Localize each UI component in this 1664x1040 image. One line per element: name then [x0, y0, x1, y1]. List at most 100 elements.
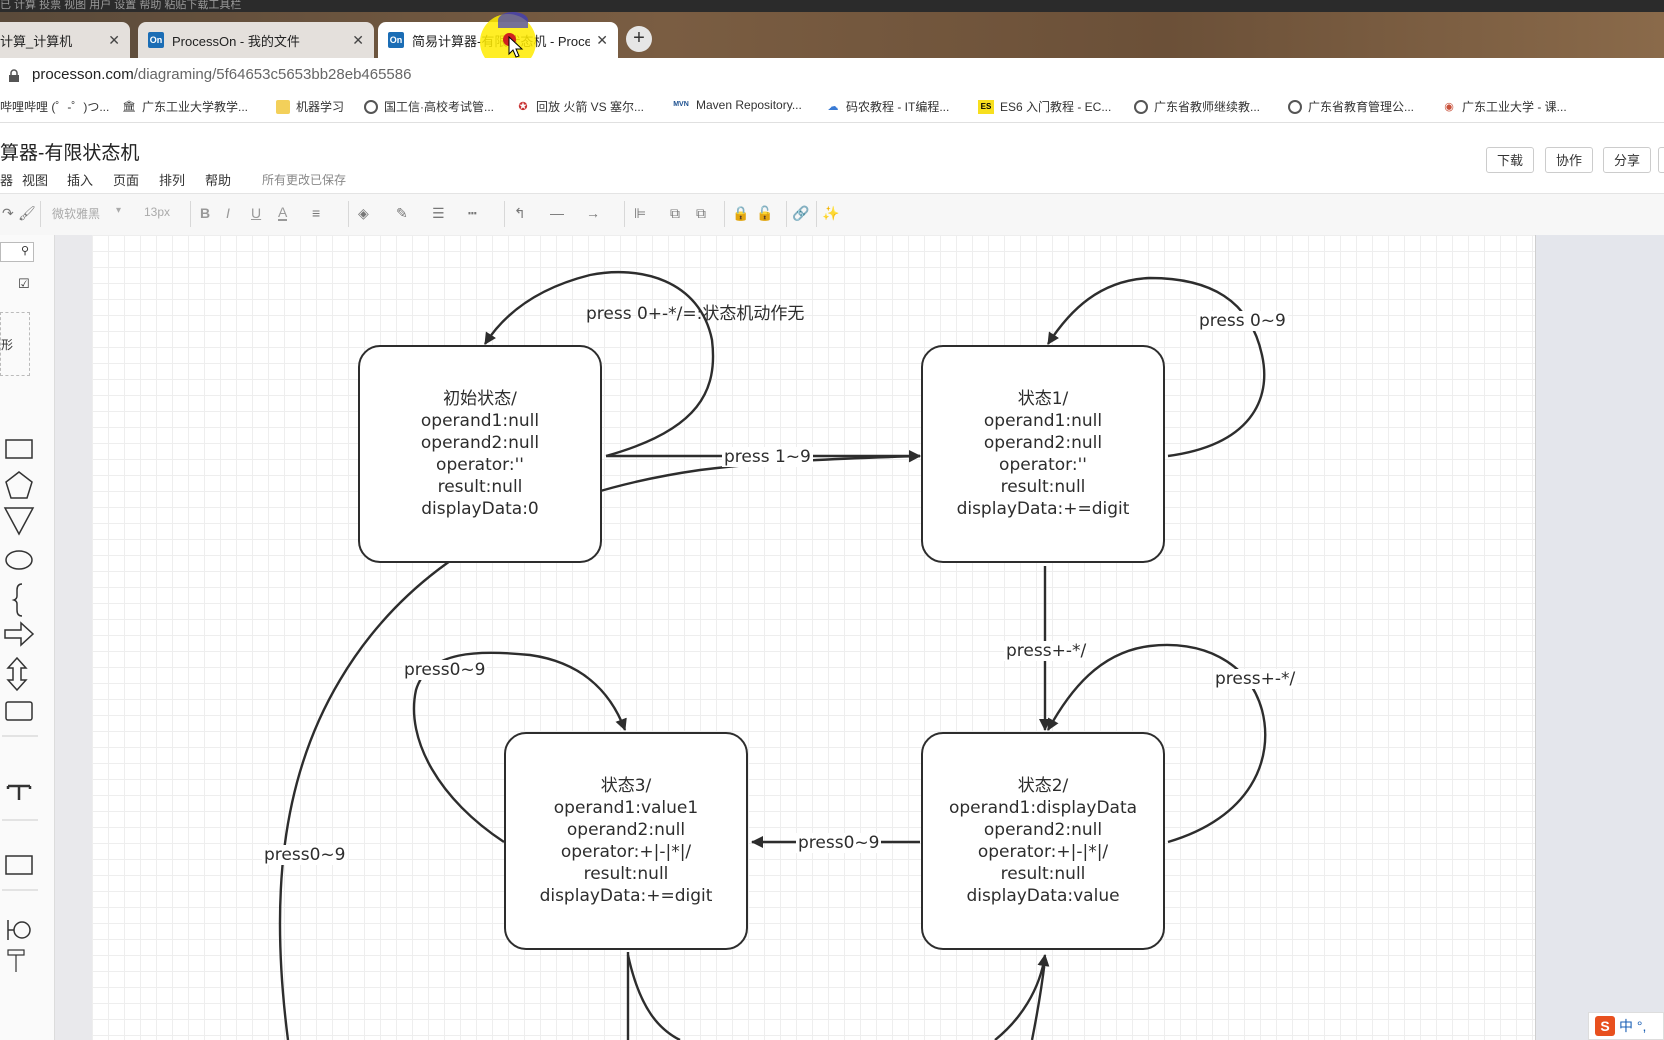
arrow-shape-icon[interactable] — [4, 621, 35, 647]
edge-label-initial-self[interactable]: press 0+-*/=:状态机动作无 — [586, 304, 805, 324]
edge-label-initial-to-s1[interactable]: press 1~9 — [722, 447, 813, 467]
building-icon: 🏛 — [122, 100, 136, 113]
line-width-icon[interactable]: ☰ — [432, 205, 445, 221]
container-shape-icon[interactable] — [5, 855, 33, 875]
magic-wand-icon[interactable]: ✨ — [822, 205, 840, 221]
bold-button[interactable]: B — [200, 205, 211, 221]
uml-circle-icon[interactable] — [13, 921, 31, 939]
bookmark-item[interactable]: 哔哩哔哩 (゜-゜)つ... — [0, 98, 109, 115]
bookmark-item[interactable]: 国工信·高校考试管... — [364, 98, 494, 115]
bring-front-icon[interactable]: ⧉ — [670, 205, 680, 221]
address-bar[interactable] — [0, 58, 1664, 92]
bookmark-item[interactable]: ☁码农教程 - IT编程... — [826, 98, 950, 115]
pentagon-shape-icon[interactable] — [5, 471, 33, 499]
align-left-icon[interactable]: ⊫ — [634, 205, 647, 221]
more-button[interactable] — [1658, 147, 1664, 173]
edge-label-s2-to-s3[interactable]: press0~9 — [796, 833, 882, 853]
font-family-select[interactable]: 微软雅黑 — [52, 207, 101, 221]
edge-label-s1-self[interactable]: press 0~9 — [1197, 311, 1288, 331]
rectangle-shape-icon[interactable] — [5, 439, 33, 459]
new-tab-button[interactable]: + — [626, 26, 652, 52]
menu-insert[interactable]: 插入 — [67, 173, 94, 188]
diagram-page[interactable] — [92, 235, 1536, 1040]
ellipse-shape-icon[interactable] — [5, 550, 33, 570]
rounded-rectangle-shape-icon[interactable] — [5, 701, 33, 721]
shape-search-input[interactable]: ⚲ — [0, 242, 34, 262]
bookmark-item[interactable]: 广东省教师继续教... — [1134, 98, 1260, 115]
font-size-select[interactable]: 13px — [144, 205, 171, 219]
state-2-line: operand1:displayData — [948, 798, 1138, 818]
uml-interface-icon[interactable] — [7, 920, 14, 940]
state-1[interactable]: 状态1/ operand1:null operand2:null operato… — [921, 345, 1165, 563]
browser-tab-2[interactable]: On ProcessOn - 我的文件 ✕ — [138, 22, 374, 58]
redo-icon[interactable]: ↷ — [2, 205, 14, 221]
globe-icon — [364, 99, 378, 114]
share-button[interactable]: 分享 — [1603, 147, 1651, 173]
bookmark-label: 广东省教育管理公... — [1308, 100, 1415, 114]
shape-drop-zone[interactable]: 形 — [0, 312, 30, 376]
line-color-icon[interactable]: ✎ — [396, 205, 408, 221]
badge-icon: ◉ — [1444, 100, 1454, 113]
bookmark-item[interactable]: ◉广东工业大学 - 课... — [1442, 98, 1566, 115]
underline-button[interactable]: U — [251, 205, 262, 221]
close-icon[interactable]: ✕ — [352, 31, 364, 48]
bookmark-item[interactable]: 🏛广东工业大学教学... — [122, 98, 248, 115]
menu-help[interactable]: 帮助 — [205, 173, 232, 188]
font-color-button[interactable]: A — [278, 204, 288, 221]
menu-edit[interactable]: 器 — [0, 173, 14, 188]
link-icon[interactable]: 🔗 — [792, 205, 810, 221]
document-title[interactable]: 算器-有限状态机 — [0, 143, 140, 164]
text-tool-icon[interactable] — [6, 784, 32, 800]
double-arrow-shape-icon[interactable] — [6, 656, 28, 692]
tab-label: ProcessOn - 我的文件 — [172, 33, 300, 49]
toolbar-divider — [190, 201, 191, 227]
state-initial[interactable]: 初始状态/ operand1:null operand2:null operat… — [358, 345, 602, 563]
edge-label-long-curve[interactable]: press0~9 — [262, 845, 348, 865]
shape-panel — [0, 235, 55, 1040]
italic-button[interactable]: I — [226, 205, 230, 221]
state-1-line: displayData:+=digit — [956, 499, 1130, 519]
collaborate-button[interactable]: 协作 — [1545, 147, 1593, 173]
format-painter-icon[interactable]: 🖌 — [18, 205, 36, 221]
brace-shape-icon[interactable] — [11, 583, 23, 617]
connector-curve-icon[interactable]: ↰ — [514, 205, 526, 221]
menu-arrange[interactable]: 排列 — [159, 173, 186, 188]
unlock-icon[interactable]: 🔓 — [756, 205, 774, 221]
save-status: 所有更改已保存 — [262, 173, 347, 187]
fill-color-icon[interactable]: ◈ — [358, 205, 369, 221]
align-icon[interactable]: ≡ — [312, 205, 321, 221]
triangle-shape-icon[interactable] — [3, 507, 35, 536]
os-menu-text: 已 计算 投票 视图 用户 设置 帮助 粘贴下载工具栏 — [0, 0, 242, 11]
mouse-pointer-icon — [508, 36, 524, 58]
close-icon[interactable]: ✕ — [596, 31, 608, 48]
state-1-line: 状态1/ — [1017, 389, 1069, 409]
menu-page[interactable]: 页面 — [113, 173, 140, 188]
lock-icon[interactable]: 🔒 — [732, 205, 750, 221]
arrow-end-icon[interactable]: → — [586, 205, 600, 221]
send-back-icon[interactable]: ⧉ — [696, 205, 706, 221]
state-3[interactable]: 状态3/ operand1:value1 operand2:null opera… — [504, 732, 748, 950]
state-2-line: 状态2/ — [1017, 776, 1069, 796]
close-icon[interactable]: ✕ — [108, 31, 120, 48]
edge-label-s1-to-s2[interactable]: press+-*/ — [1004, 641, 1089, 661]
uml-lifeline-icon[interactable] — [7, 949, 25, 956]
line-style-icon[interactable]: ┅ — [468, 205, 477, 221]
bookmark-item[interactable]: 广东省教育管理公... — [1288, 98, 1414, 115]
line-type-icon[interactable]: — — [550, 205, 564, 221]
bookmark-item[interactable]: ✪回放 火箭 VS 塞尔... — [516, 98, 644, 115]
bookmark-label: 广东省教师继续教... — [1154, 100, 1261, 114]
menu-view[interactable]: 视图 — [22, 173, 49, 188]
edge-label-s3-self[interactable]: press0~9 — [402, 660, 488, 680]
url-text[interactable]: processon.com/diagraming/5f64653c5653bb2… — [32, 66, 411, 83]
state-2[interactable]: 状态2/ operand1:displayData operand2:null … — [921, 732, 1165, 950]
download-button[interactable]: 下载 — [1486, 147, 1534, 173]
bookmark-item[interactable]: 机器学习 — [276, 98, 344, 115]
state-2-line: result:null — [1000, 864, 1086, 884]
state-2-line: operator:+|-|*|/ — [977, 842, 1109, 862]
browser-tab-1[interactable]: 计算_计算机 ✕ — [0, 22, 130, 58]
edit-icon[interactable]: ☑ — [18, 276, 30, 291]
edge-label-s2-self[interactable]: press+-*/ — [1213, 669, 1298, 689]
